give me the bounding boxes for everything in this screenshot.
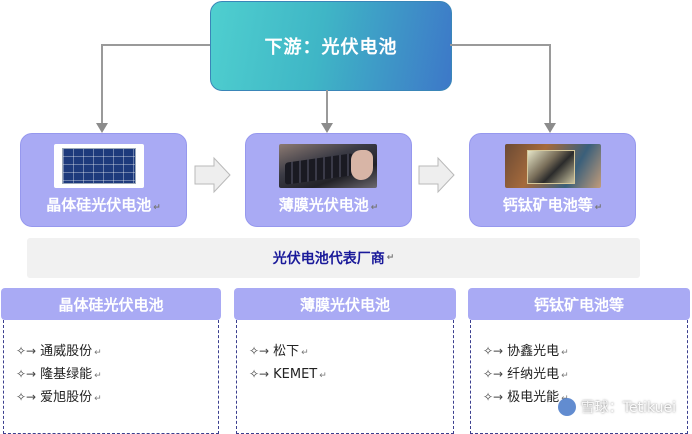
category-node-thin-film: 薄膜光伏电池↵ — [245, 133, 412, 227]
watermark: 雪球：Tetikuei — [557, 397, 676, 417]
list-item: ✧→隆基绿能↵ — [16, 367, 102, 382]
list-header-perovskite: 钙钛矿电池等 — [468, 288, 690, 320]
connector-left-vertical — [101, 44, 103, 124]
connector-right-horizontal — [450, 44, 550, 46]
flow-arrow-right-icon — [194, 156, 231, 194]
manufacturers-band: 光伏电池代表厂商↵ — [27, 238, 640, 278]
band-label: 光伏电池代表厂商 — [272, 251, 385, 267]
category-label: 薄膜光伏电池↵ — [278, 196, 379, 214]
category-label: 钙钛矿电池等↵ — [502, 196, 603, 214]
category-node-perovskite: 钙钛矿电池等↵ — [469, 133, 636, 227]
list-item: ✧→协鑫光电↵ — [483, 344, 569, 359]
top-node-downstream: 下游：光伏电池 — [210, 1, 452, 91]
connector-center-vertical — [326, 90, 328, 124]
snowball-logo-icon — [557, 398, 576, 416]
top-node-label: 下游：光伏电池 — [264, 37, 398, 58]
flow-arrow-right-icon — [418, 156, 455, 194]
list-item: ✧→通威股份↵ — [16, 344, 102, 359]
list-header-crystalline: 晶体硅光伏电池 — [1, 288, 221, 320]
list-box-crystalline: ✧→通威股份↵ ✧→隆基绿能↵ ✧→爱旭股份↵ — [3, 320, 219, 434]
solar-panel-image — [54, 144, 144, 188]
connector-right-arrowhead — [544, 123, 556, 133]
thin-film-image — [279, 144, 377, 188]
connector-left-arrowhead — [96, 123, 108, 133]
category-label: 晶体硅光伏电池↵ — [46, 196, 161, 214]
list-item: ✧→爱旭股份↵ — [16, 390, 102, 405]
connector-right-vertical — [549, 44, 551, 124]
list-header-thin-film: 薄膜光伏电池 — [234, 288, 456, 320]
list-item: ✧→纤纳光电↵ — [483, 367, 569, 382]
connector-center-arrowhead — [321, 123, 333, 133]
list-box-perovskite: ✧→协鑫光电↵ ✧→纤纳光电↵ ✧→极电光能↵ — [470, 320, 688, 434]
list-item: ✧→松下↵ — [249, 344, 309, 359]
list-item: ✧→KEMET↵ — [249, 367, 327, 382]
list-item: ✧→极电光能↵ — [483, 390, 569, 405]
category-node-crystalline: 晶体硅光伏电池↵ — [20, 133, 187, 227]
connector-left-horizontal — [101, 44, 210, 46]
watermark-text: 雪球：Tetikuei — [580, 400, 676, 416]
list-box-thin-film: ✧→松下↵ ✧→KEMET↵ — [236, 320, 454, 434]
perovskite-cell-image — [505, 144, 601, 188]
